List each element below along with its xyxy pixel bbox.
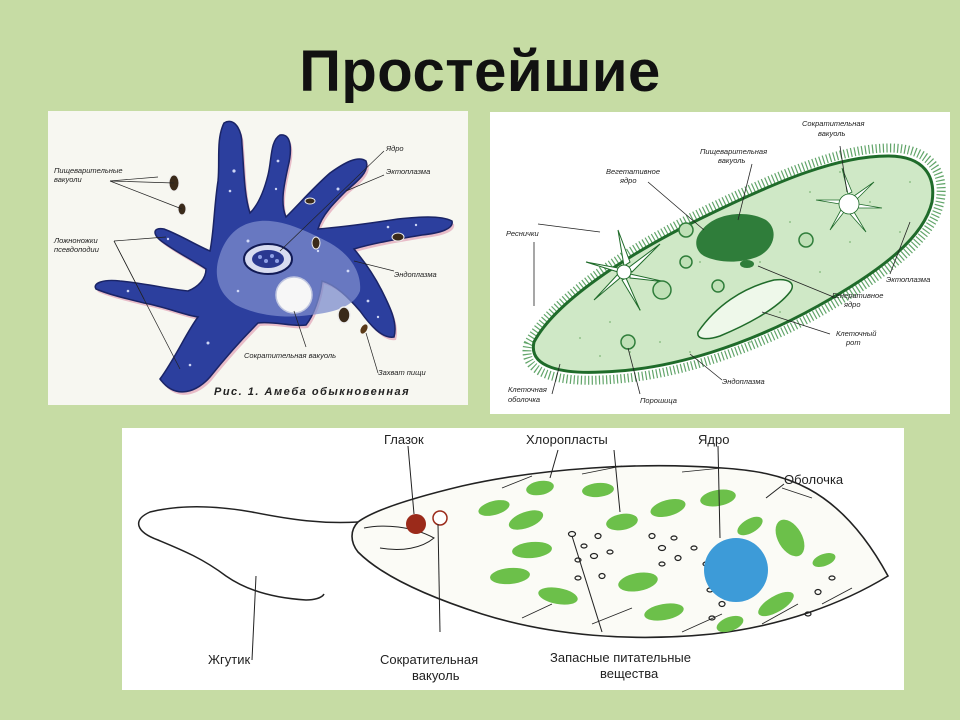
slide-title: Простейшие — [299, 39, 661, 104]
label-reserve-2: вещества — [600, 666, 659, 681]
euglena-pellicle-strokes — [501, 465, 853, 633]
paramecium-contractile-vacuole-right — [815, 167, 883, 233]
label-membrane: Оболочка — [784, 472, 844, 487]
euglena-reservoir — [363, 525, 435, 551]
euglena-contractile-vacuole — [432, 510, 448, 526]
euglena-leader-lines — [251, 445, 785, 661]
label-chloroplasts: Хлоропласты — [526, 432, 608, 447]
label-powder: Порошица — [640, 396, 677, 405]
label-flagellum: Жгутик — [208, 652, 250, 667]
label-nucleus: Ядро — [698, 432, 729, 447]
euglena-chloroplasts — [478, 480, 836, 633]
euglena-illustration: Глазок Хлоропласты Ядро Оболочка Жгутик … — [138, 432, 890, 683]
paramecium-cilia — [522, 143, 946, 385]
label-food-capture: Захват пищи — [378, 368, 426, 377]
label-pseudopods-2: псевдоподии — [54, 245, 100, 254]
amoeba-endoplasm — [216, 220, 361, 317]
amoeba-nucleus — [243, 243, 293, 275]
paramecium-body — [531, 154, 935, 374]
label-digestive-vacuoles-2: вакуоли — [54, 175, 82, 184]
amoeba-contractile-vacuole — [275, 276, 313, 314]
label-digestive-vacuole-2: вакуоль — [718, 156, 745, 165]
amoeba-caption: Рис. 1. Амеба обыкновенная — [214, 386, 410, 398]
label-generative-nucleus-1: Генеративное — [832, 291, 883, 300]
label-pseudopods-1: Ложноножки — [53, 236, 98, 245]
label-nucleus: Ядро — [385, 144, 404, 153]
amoeba-figure: Пищеварительные вакуоли Ложноножки псевд… — [48, 111, 468, 405]
label-endoplasm: Эндоплазма — [394, 270, 437, 279]
amoeba-illustration: Пищеварительные вакуоли Ложноножки псевд… — [53, 120, 455, 398]
paramecium-oral-groove — [697, 278, 794, 340]
label-cell-membrane-1: Клеточная — [508, 385, 547, 394]
label-digestive-vacuoles-1: Пищеварительные — [54, 166, 123, 175]
euglena-flagellum — [138, 505, 359, 601]
label-reserve-1: Запасные питательные — [550, 650, 691, 665]
label-ectoplasm: Эктоплазма — [386, 167, 430, 176]
label-contractile-vacuole-2: вакуоль — [818, 129, 845, 138]
label-cell-membrane-2: оболочка — [508, 395, 540, 404]
label-endoplasm: Эндоплазма — [722, 377, 765, 386]
paramecium-vegetative-nucleus — [696, 214, 774, 262]
label-vegetative-nucleus-1: Вегетативное — [606, 167, 660, 176]
euglena-figure: Глазок Хлоропласты Ядро Оболочка Жгутик … — [122, 428, 904, 690]
label-contractile-vacuole-1: Сократительная — [380, 652, 478, 667]
label-eyespot: Глазок — [384, 432, 424, 447]
label-cell-mouth-1: Клеточный — [836, 329, 877, 338]
label-vegetative-nucleus-2: ядро — [619, 176, 637, 185]
paramecium-illustration: Сократительная вакуоль Пищеварительная в… — [506, 119, 946, 405]
amoeba-leader-lines — [109, 150, 395, 374]
label-digestive-vacuole-1: Пищеварительная — [700, 147, 767, 156]
label-ectoplasm: Эктоплазма — [886, 275, 930, 284]
label-contractile-vacuole-1: Сократительная — [802, 119, 865, 128]
label-cilia: Реснички — [506, 229, 539, 238]
paramecium-figure: Сократительная вакуоль Пищеварительная в… — [490, 112, 950, 414]
euglena-eyespot — [406, 514, 426, 534]
euglena-nucleus — [704, 538, 768, 602]
paramecium-generative-nucleus — [740, 260, 754, 268]
paramecium-leader-lines — [533, 145, 911, 395]
label-contractile-vacuole: Сократительная вакуоль — [244, 351, 336, 360]
label-contractile-vacuole-2: вакуоль — [412, 668, 460, 683]
label-generative-nucleus-2: ядро — [843, 300, 861, 309]
label-cell-mouth-2: рот — [845, 338, 861, 347]
amoeba-food-particle — [360, 324, 368, 334]
paramecium-digestive-vacuoles — [620, 222, 814, 350]
paramecium-contractile-vacuole-left — [585, 229, 667, 311]
